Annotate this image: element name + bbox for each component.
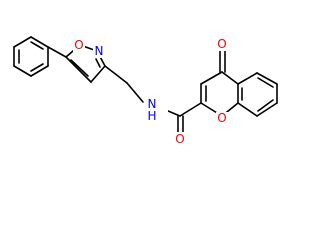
atom-label-isoxazole-nitrogen: N	[93, 44, 105, 58]
svg-text:N: N	[95, 44, 104, 58]
carbonyl-chromone-bond	[179, 102, 202, 117]
atom-label-amide-nh: N H	[144, 93, 168, 123]
phenyl-isoxazole-bond	[47, 46, 67, 58]
phenyl-ring	[13, 36, 49, 77]
pyranone-ring	[200, 71, 239, 117]
svg-text:H: H	[147, 109, 156, 123]
svg-text:N: N	[148, 97, 157, 111]
atom-label-ketone-oxygen: O	[216, 37, 228, 51]
svg-text:O: O	[74, 38, 83, 52]
svg-text:O: O	[217, 37, 226, 51]
atom-label-chromone-ring-oxygen: O	[216, 111, 228, 126]
methylene-nh-bond	[126, 82, 144, 103]
svg-text:O: O	[217, 111, 226, 125]
atom-label-amide-oxygen: O	[174, 132, 186, 146]
methylene-bond	[104, 65, 128, 84]
atom-label-isoxazole-oxygen: O	[73, 38, 85, 52]
benzo-ring	[237, 72, 278, 117]
molecule-structure-diagram: O N N H O O O	[13, 36, 278, 146]
svg-text:O: O	[175, 132, 184, 146]
